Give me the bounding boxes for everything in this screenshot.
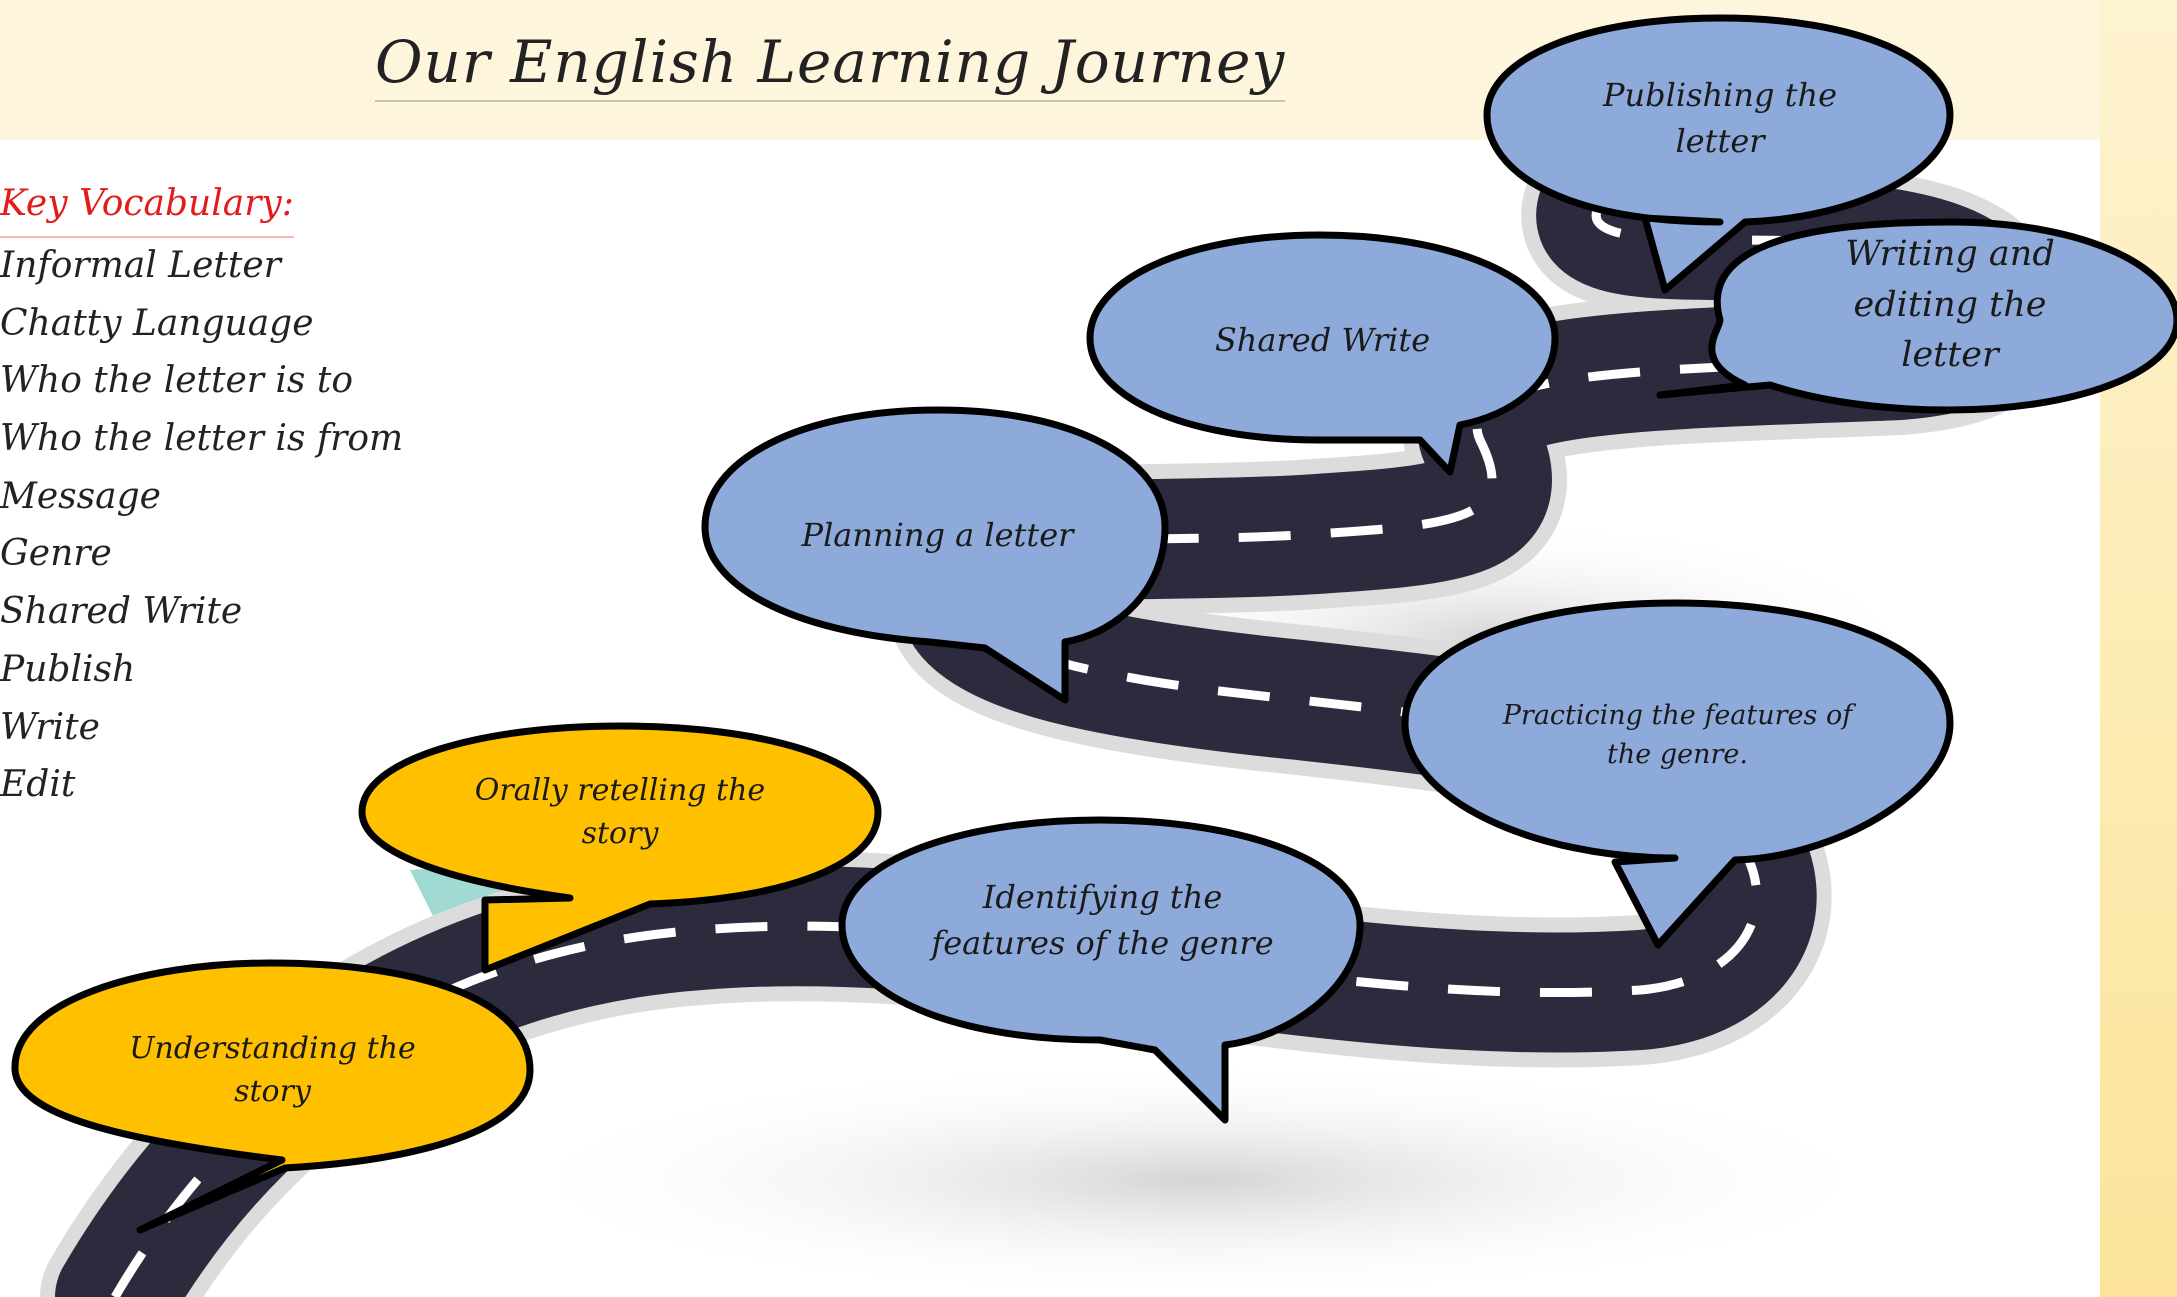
vocabulary-item: Who the letter is from [0, 418, 404, 460]
speech-bubble-publishing-the-letter [1483, 14, 1954, 294]
step-label-planning-a-letter: Planning a letter [801, 515, 1074, 554]
step-label-publishing-the-letter: Publishing the letter [1602, 75, 1838, 160]
speech-bubble-understanding-the-story [11, 959, 534, 1234]
right-border [2100, 0, 2177, 1297]
vocabulary-list: Informal Letter Chatty Language Who the … [0, 238, 403, 815]
speech-bubble-practicing-the-features [1401, 599, 1954, 949]
key-vocabulary-panel: Key Vocabulary: Informal Letter Chatty L… [0, 178, 403, 815]
step-label-identifying-the-features: Identifying the features of the genre [931, 877, 1274, 962]
step-label-orally-retelling-the-story: Orally retelling the story [474, 772, 766, 852]
speech-bubble-writing-and-editing [1656, 218, 2177, 414]
vocabulary-item: Genre [0, 533, 112, 575]
speech-bubble-shared-write [1086, 231, 1559, 476]
step-label-understanding-the-story: Understanding the story [129, 1030, 416, 1110]
vocabulary-item: Write [0, 706, 100, 748]
speech-bubble-orally-retelling-the-story [358, 722, 882, 974]
speech-bubble-identifying-the-features [838, 816, 1364, 1124]
vocabulary-item: Message [0, 475, 161, 517]
page-title: Our English Learning Journey [375, 28, 1286, 102]
step-label-practicing-the-features: Practicing the features of the genre. [1502, 699, 1853, 770]
vocabulary-item: Edit [0, 764, 76, 806]
vocabulary-item: Chatty Language [0, 302, 314, 344]
vocabulary-item: Informal Letter [0, 245, 281, 286]
step-label-writing-and-editing: Writing and editing the letter [1845, 233, 2055, 376]
vocabulary-item: Publish [0, 648, 136, 690]
vocabulary-item: Who the letter is to [0, 360, 353, 402]
step-label-shared-write: Shared Write [1214, 320, 1431, 359]
vocabulary-item: Shared Write [0, 591, 243, 633]
vocabulary-heading: Key Vocabulary: [0, 178, 294, 238]
speech-bubble-planning-a-letter [701, 406, 1169, 704]
